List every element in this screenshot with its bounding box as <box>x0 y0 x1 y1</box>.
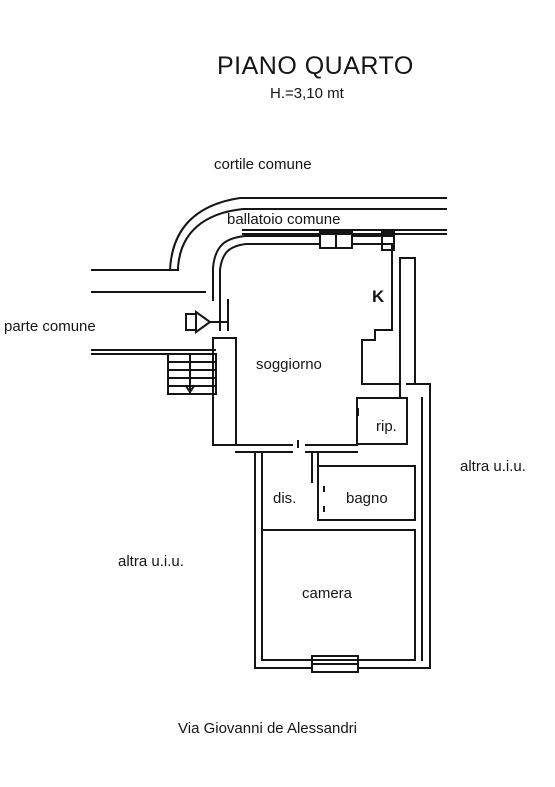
label-ripostiglio: rip. <box>376 418 397 435</box>
label-ballatoio: ballatoio comune <box>227 211 341 228</box>
apartment-north-wall <box>212 235 321 301</box>
bedroom <box>261 529 416 661</box>
east-wall-upper <box>374 243 393 331</box>
label-altra-uiu-left: altra u.i.u. <box>118 553 184 570</box>
label-cortile: cortile comune <box>214 156 312 173</box>
north-window-right <box>381 231 395 251</box>
street-name: Via Giovanni de Alessandri <box>178 720 358 737</box>
label-disimpegno: dis. <box>273 490 297 507</box>
storage-room <box>356 397 408 445</box>
label-altra-uiu-right: altra u.i.u. <box>460 458 526 475</box>
ballatoio-inner-edge <box>176 208 447 270</box>
ballatoio-outer-edge <box>168 197 447 272</box>
label-bagno: bagno <box>346 490 388 507</box>
label-kitchen: K <box>372 287 385 306</box>
plan-title: PIANO QUARTO <box>217 52 414 80</box>
stair-block <box>167 353 217 395</box>
label-parte-comune: parte comune <box>4 318 96 335</box>
label-camera: camera <box>302 585 353 602</box>
entrance-arrow <box>195 310 212 334</box>
kitchen-partition <box>361 329 379 385</box>
height-note: H.=3,10 mt <box>270 85 344 102</box>
bathroom <box>317 465 416 521</box>
label-soggiorno: soggiorno <box>256 356 322 373</box>
